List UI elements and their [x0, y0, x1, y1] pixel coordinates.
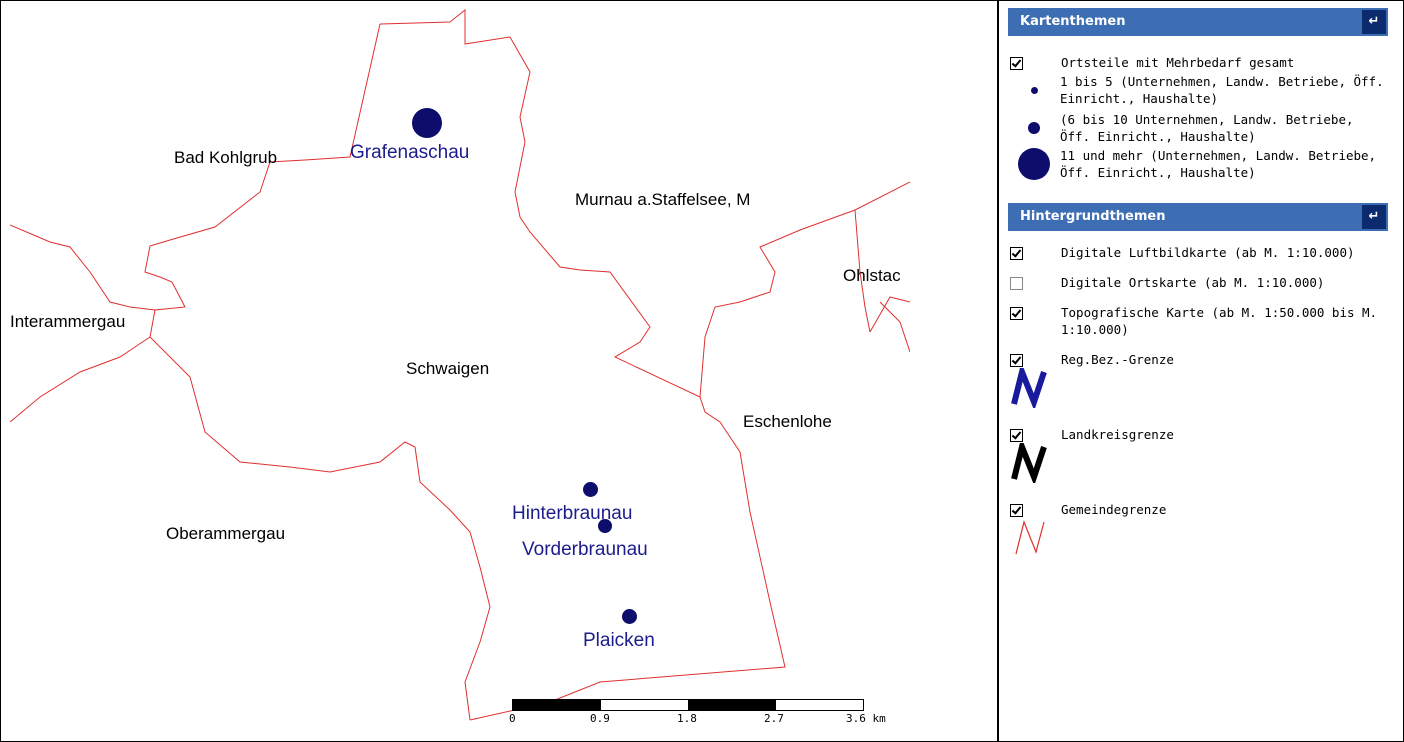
large-dot-icon	[1018, 148, 1050, 180]
kartenthemen-title: Kartenthemen	[1020, 14, 1126, 29]
boundary-layer	[10, 8, 910, 721]
boundary-far-east-b	[879, 301, 910, 353]
map-view[interactable]: Bad Kohlgrub Murnau a.Staffelsee, M Ohls…	[10, 2, 910, 738]
layer-label: Digitale Luftbildkarte (ab M. 1:10.000)	[1061, 245, 1355, 260]
layer-checkbox-landkreis[interactable]	[1010, 429, 1023, 442]
boundary-east	[699, 181, 910, 398]
layer-label: Topografische Karte (ab M. 1:50.000 bis …	[1061, 305, 1378, 337]
legend-item-medium: (6 bis 10 Unternehmen, Landw. Betriebe, …	[1008, 111, 1388, 145]
layer-checkbox-regbez[interactable]	[1010, 354, 1023, 367]
kartenthemen-collapse-button[interactable]: ↵	[1362, 10, 1386, 34]
panel-divider	[997, 0, 999, 742]
marker-vorderbraunau[interactable]	[598, 519, 612, 533]
marker-grafenaschau[interactable]	[412, 108, 442, 138]
scale-tick-3: 2.7	[764, 712, 784, 725]
scale-tick-2: 1.8	[677, 712, 697, 725]
scale-tick-1: 0.9	[590, 712, 610, 725]
layer-checkbox-ortskarte[interactable]	[1010, 277, 1023, 290]
place-label-ohlstadt: Ohlstac	[843, 266, 901, 285]
layer-checkbox-gemeinde[interactable]	[1010, 504, 1023, 517]
layer-row-ortsteile[interactable]: Ortsteile mit Mehrbedarf gesamt	[1008, 54, 1388, 71]
layer-checkbox-topografisch[interactable]	[1010, 307, 1023, 320]
marker-hinterbraunau[interactable]	[583, 482, 598, 497]
marker-plaicken[interactable]	[622, 609, 637, 624]
municipality-boundary	[144, 23, 491, 721]
legend-item-large: 11 und mehr (Unternehmen, Landw. Betrieb…	[1008, 147, 1388, 181]
place-label-eschenlohe: Eschenlohe	[743, 412, 832, 431]
small-dot-icon	[1030, 86, 1038, 94]
layer-label: Landkreisgrenze	[1061, 427, 1174, 442]
scale-tick-4: 3.6 km	[846, 712, 886, 725]
hintergrundthemen-title: Hintergrundthemen	[1020, 209, 1166, 224]
hintergrundthemen-collapse-button[interactable]: ↵	[1362, 205, 1386, 229]
boundary-west-lower	[10, 336, 151, 423]
legend-text: 1 bis 5 (Unternehmen, Landw. Betriebe, Ö…	[1060, 74, 1384, 106]
reg-bez-line-icon	[1011, 362, 1047, 411]
landkreis-line-icon	[1011, 437, 1047, 486]
gemeinde-line-icon	[1015, 520, 1045, 555]
legend-item-small: 1 bis 5 (Unternehmen, Landw. Betriebe, Ö…	[1008, 73, 1388, 107]
locality-label-grafenaschau: Grafenaschau	[350, 142, 470, 163]
layer-row-topografisch[interactable]: Topografische Karte (ab M. 1:50.000 bis …	[1008, 304, 1388, 338]
return-arrow-icon: ↵	[1368, 209, 1380, 224]
legend-text: 11 und mehr (Unternehmen, Landw. Betrieb…	[1060, 148, 1377, 180]
locality-label-vorderbraunau: Vorderbraunau	[522, 539, 648, 560]
layer-label: Ortsteile mit Mehrbedarf gesamt	[1061, 55, 1295, 70]
boundary-far-east	[869, 296, 910, 333]
return-arrow-icon: ↵	[1368, 14, 1380, 29]
layer-label: Gemeindegrenze	[1061, 502, 1167, 517]
layer-label: Reg.Bez.-Grenze	[1061, 352, 1174, 367]
layer-panel: Kartenthemen ↵ Ortsteile mit Mehrbedarf …	[1008, 8, 1388, 734]
locality-label-plaicken: Plaicken	[583, 630, 655, 651]
locality-label-hinterbraunau: Hinterbraunau	[512, 503, 633, 524]
layer-row-luftbild[interactable]: Digitale Luftbildkarte (ab M. 1:10.000)	[1008, 244, 1388, 261]
scale-tick-0: 0	[509, 712, 516, 725]
layer-checkbox-ortsteile[interactable]	[1010, 57, 1023, 70]
place-label-schwaigen: Schwaigen	[406, 359, 490, 378]
place-label-unterammergau: Interammergau	[10, 312, 126, 331]
layer-checkbox-luftbild[interactable]	[1010, 247, 1023, 260]
layer-label: Digitale Ortskarte (ab M. 1:10.000)	[1061, 275, 1325, 290]
scale-bar	[512, 699, 864, 711]
layer-row-ortskarte[interactable]: Digitale Ortskarte (ab M. 1:10.000)	[1008, 274, 1388, 291]
layer-row-regbez[interactable]: Reg.Bez.-Grenze	[1008, 351, 1388, 368]
layer-row-landkreis[interactable]: Landkreisgrenze	[1008, 426, 1388, 443]
legend-text: (6 bis 10 Unternehmen, Landw. Betriebe, …	[1060, 112, 1354, 144]
place-label-murnau: Murnau a.Staffelsee, M	[575, 190, 751, 209]
boundary-northeast	[854, 209, 871, 333]
layer-row-gemeinde[interactable]: Gemeindegrenze	[1008, 501, 1388, 518]
place-label-oberammergau: Oberammergau	[166, 524, 286, 543]
hintergrundthemen-header[interactable]: Hintergrundthemen ↵	[1008, 203, 1388, 231]
medium-dot-icon	[1028, 122, 1040, 134]
boundary-west-upper	[10, 224, 156, 311]
kartenthemen-header[interactable]: Kartenthemen ↵	[1008, 8, 1388, 36]
place-label-bad-kohlgrub: Bad Kohlgrub	[174, 148, 278, 167]
municipality-boundary-east	[379, 8, 786, 721]
